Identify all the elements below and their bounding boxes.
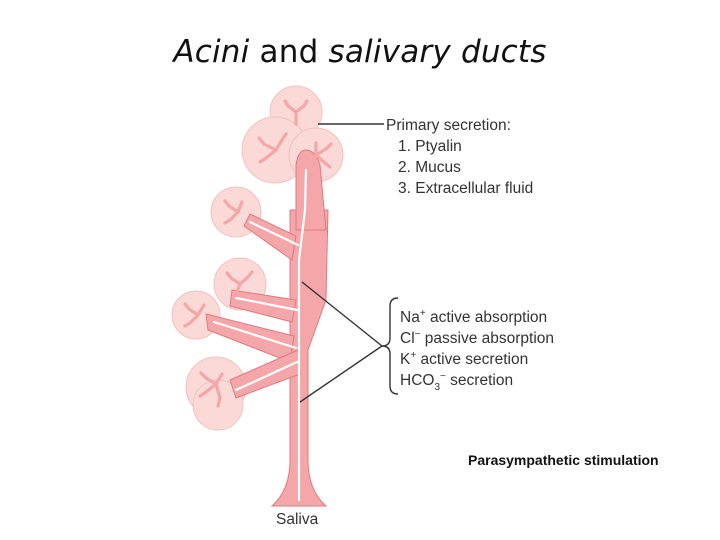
- stimulation-label: Parasympathetic stimulation: [468, 452, 659, 468]
- acinar-lumen: [183, 302, 206, 328]
- primary-secretion-item: 1. Ptyalin: [398, 138, 462, 155]
- acinar-lumen: [283, 99, 309, 126]
- acinar-lumen: [314, 141, 333, 169]
- acinar-lumen: [223, 199, 244, 225]
- duct-lumen: [248, 220, 300, 247]
- duct-lumen: [297, 168, 308, 502]
- upper-duct: [295, 149, 327, 231]
- duct-processes-label: Na+ active absorption Cl− passive absorp…: [400, 308, 554, 393]
- page-title: Acini and salivary ducts: [0, 34, 720, 70]
- saliva-label: Saliva: [276, 511, 319, 528]
- duct-branch: [205, 313, 295, 363]
- potassium-secretion: K+ active secretion: [400, 350, 528, 368]
- title-acini: Acini: [173, 34, 250, 70]
- acinar-lumen: [257, 132, 288, 164]
- acinar-lumen: [225, 270, 254, 296]
- title-and: and: [249, 34, 329, 70]
- duct-lumen: [234, 296, 299, 312]
- chloride-absorption: Cl− passive absorption: [400, 329, 554, 347]
- duct-branch: [229, 289, 297, 323]
- sodium-absorption: Na+ active absorption: [400, 308, 547, 326]
- primary-secretion-label: Primary secretion: 1. Ptyalin 2. Mucus 3…: [386, 117, 533, 197]
- duct-lumen: [212, 320, 298, 350]
- duct-branch: [243, 213, 297, 261]
- acinar-lumen: [198, 371, 224, 408]
- primary-secretion-item: 2. Mucus: [398, 159, 461, 176]
- primary-secretion-heading: Primary secretion:: [386, 117, 511, 134]
- acini-and-ducts: [171, 85, 344, 507]
- duct-processes-bracket: [381, 297, 399, 395]
- bicarbonate-secretion: HCO3− secretion: [400, 371, 513, 393]
- duct-lumen: [234, 360, 299, 392]
- title-salivary-ducts: salivary ducts: [328, 34, 547, 70]
- primary-secretion-item: 3. Extracellular fluid: [398, 180, 533, 197]
